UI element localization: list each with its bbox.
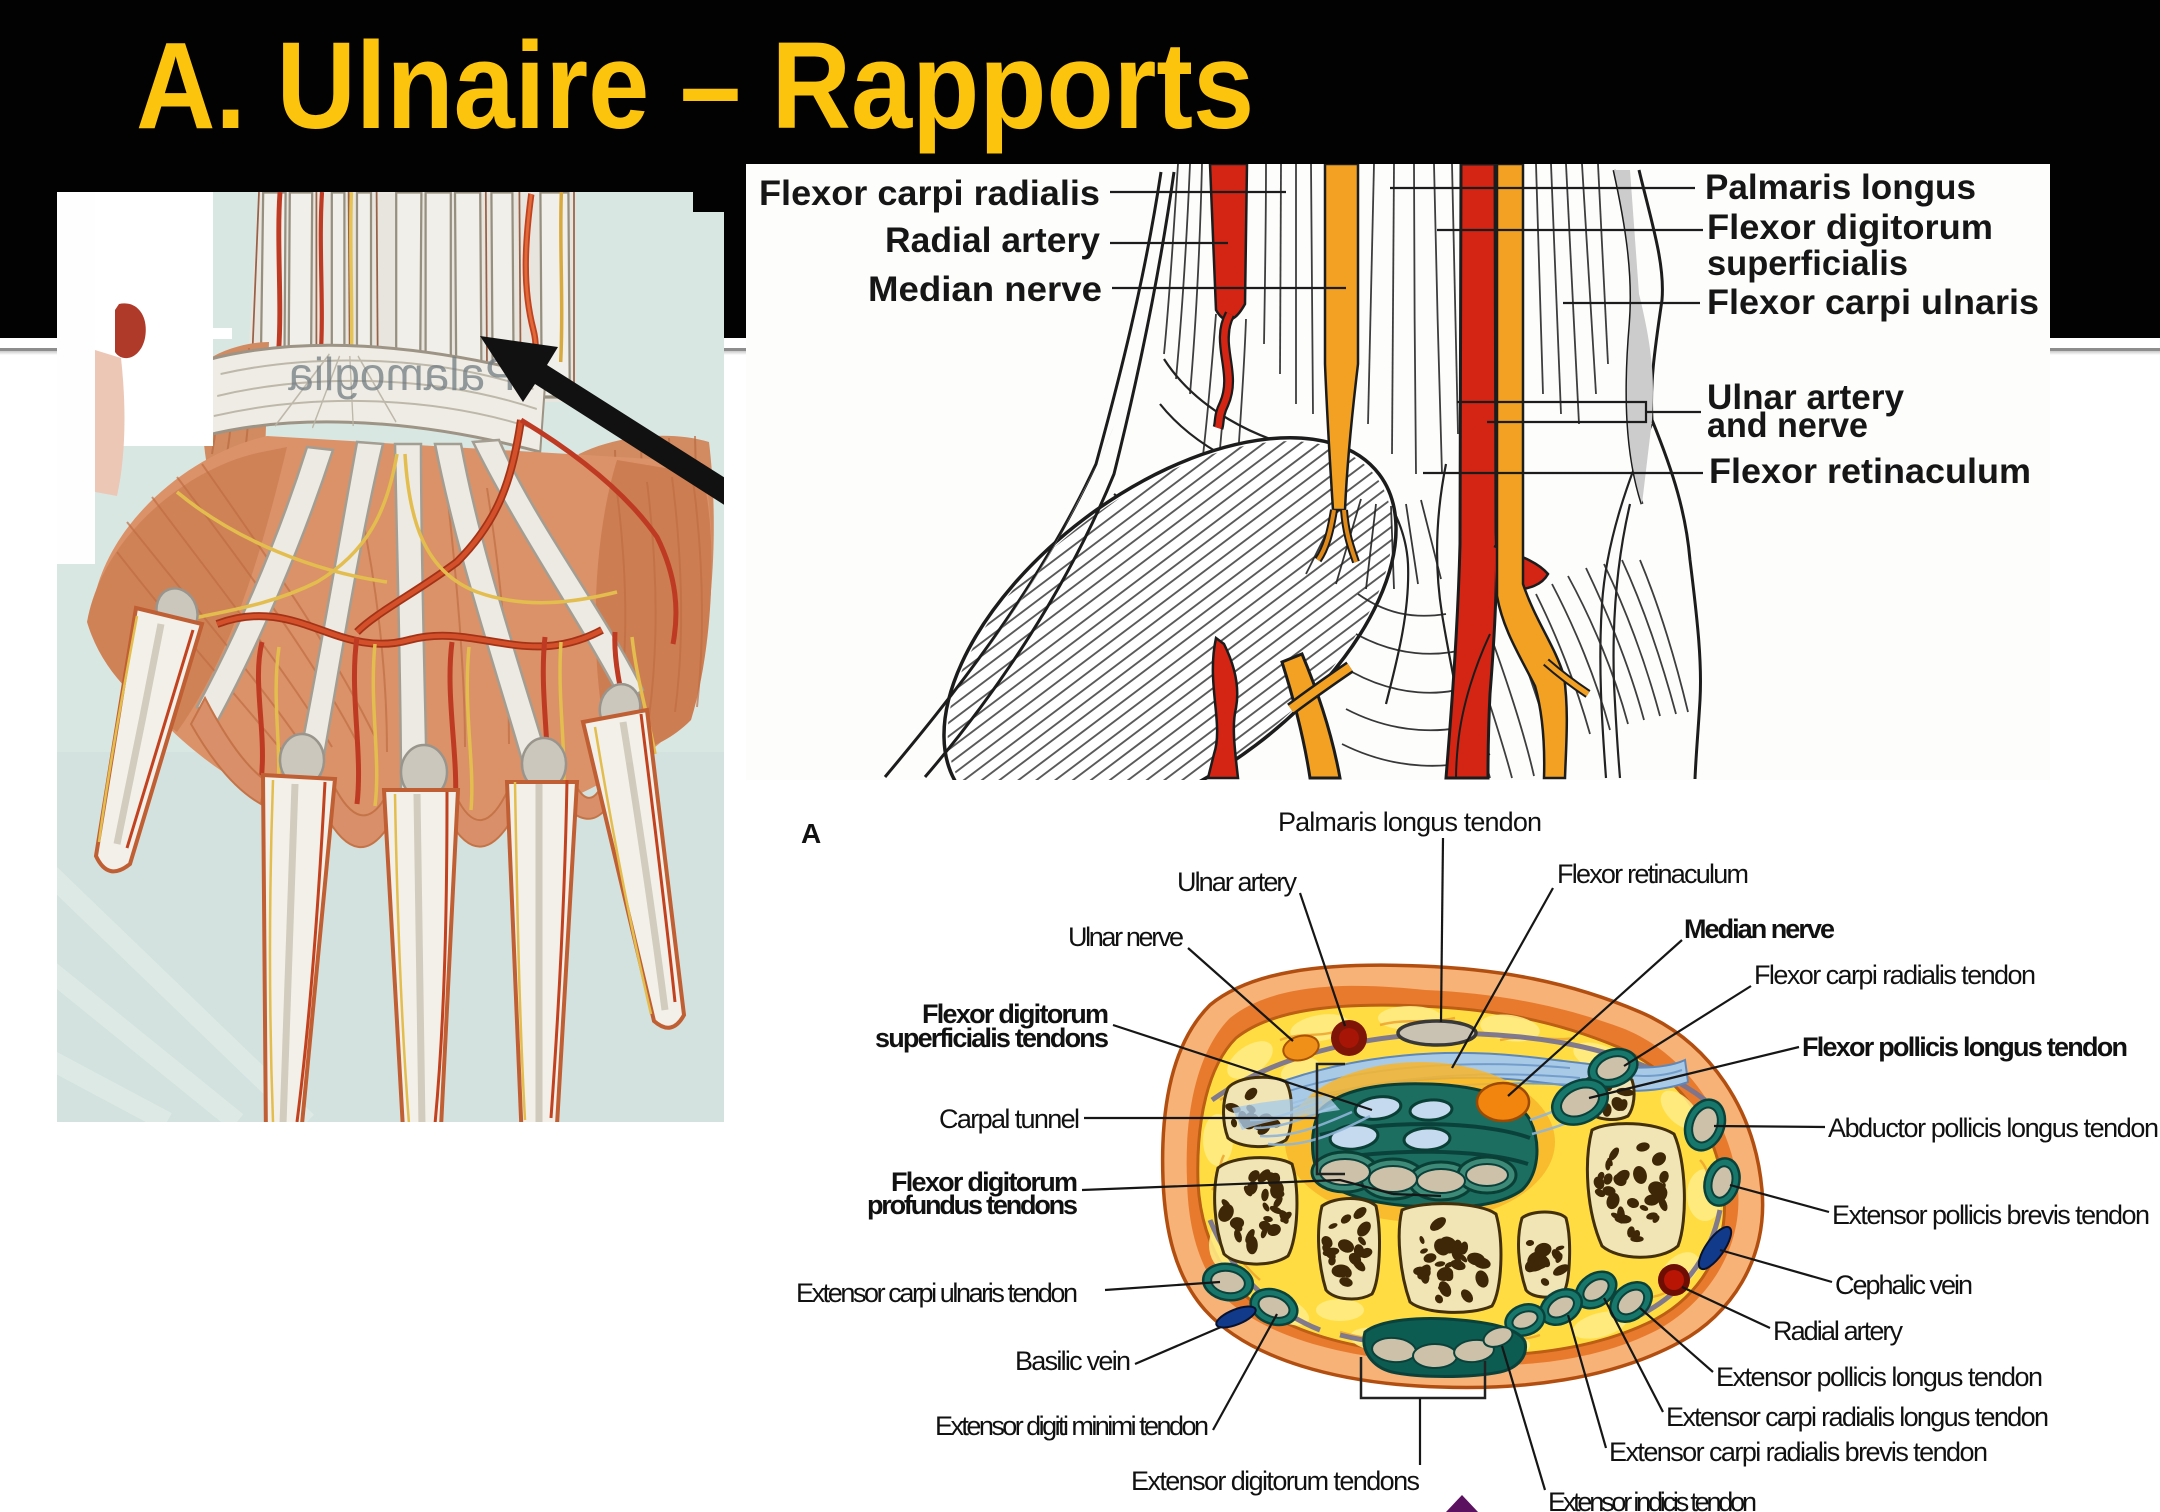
svg-text:Ulnar artery: Ulnar artery xyxy=(1177,867,1298,897)
svg-text:Flexor carpi radialis tendon: Flexor carpi radialis tendon xyxy=(1754,960,2036,990)
svg-text:Median nerve: Median nerve xyxy=(868,270,1102,309)
svg-text:Flexor digitorum: Flexor digitorum xyxy=(891,1167,1078,1197)
svg-text:Basilic vein: Basilic vein xyxy=(1015,1346,1131,1376)
svg-text:Flexor pollicis longus tendon: Flexor pollicis longus tendon xyxy=(1802,1032,2128,1062)
svg-text:Radial artery: Radial artery xyxy=(885,221,1101,260)
svg-text:Extensor digitorum tendons: Extensor digitorum tendons xyxy=(1131,1466,1420,1496)
svg-text:Ulnar nerve: Ulnar nerve xyxy=(1068,922,1184,952)
svg-text:Palmaris longus tendon: Palmaris longus tendon xyxy=(1278,807,1542,837)
svg-text:Extensor pollicis longus tendo: Extensor pollicis longus tendon xyxy=(1716,1362,2043,1392)
svg-text:Extensor digiti minimi tendon: Extensor digiti minimi tendon xyxy=(935,1411,1209,1441)
svg-text:Abductor pollicis longus tendo: Abductor pollicis longus tendon xyxy=(1828,1113,2159,1143)
svg-text:Flexor digitorum: Flexor digitorum xyxy=(922,999,1109,1029)
svg-text:Extensor carpi radialis longus: Extensor carpi radialis longus tendon xyxy=(1666,1402,2049,1432)
svg-text:Flexor retinaculum: Flexor retinaculum xyxy=(1709,452,2031,491)
svg-text:Flexor carpi ulnaris: Flexor carpi ulnaris xyxy=(1707,283,2039,322)
svg-text:Extensor carpi radialis brevis: Extensor carpi radialis brevis tendon xyxy=(1609,1437,1988,1467)
svg-text:Ulnar artery: Ulnar artery xyxy=(1707,378,1905,417)
svg-text:Cephalic vein: Cephalic vein xyxy=(1835,1270,1973,1300)
svg-text:superficialis: superficialis xyxy=(1707,244,1908,283)
svg-text:Flexor digitorum: Flexor digitorum xyxy=(1707,208,1993,247)
svg-text:Extensor pollicis brevis tendo: Extensor pollicis brevis tendon xyxy=(1832,1200,2150,1230)
svg-text:profundus tendons: profundus tendons xyxy=(867,1190,1078,1220)
svg-text:and nerve: and nerve xyxy=(1707,406,1868,445)
svg-text:Extensor indicis tendon: Extensor indicis tendon xyxy=(1548,1487,1757,1512)
svg-text:superficialis tendons: superficialis tendons xyxy=(875,1023,1109,1053)
svg-text:Radial artery: Radial artery xyxy=(1773,1316,1904,1346)
svg-text:Carpal tunnel: Carpal tunnel xyxy=(939,1104,1080,1134)
svg-text:Palmaris longus: Palmaris longus xyxy=(1705,168,1976,207)
svg-text:Flexor retinaculum: Flexor retinaculum xyxy=(1557,859,1749,889)
svg-text:A: A xyxy=(801,818,821,849)
svg-text:Palamoglia: Palamoglia xyxy=(288,348,516,400)
svg-text:Flexor carpi radialis: Flexor carpi radialis xyxy=(759,174,1100,213)
svg-text:Extensor carpi ulnaris tendon: Extensor carpi ulnaris tendon xyxy=(796,1278,1078,1308)
svg-text:Median nerve: Median nerve xyxy=(1684,914,1835,944)
